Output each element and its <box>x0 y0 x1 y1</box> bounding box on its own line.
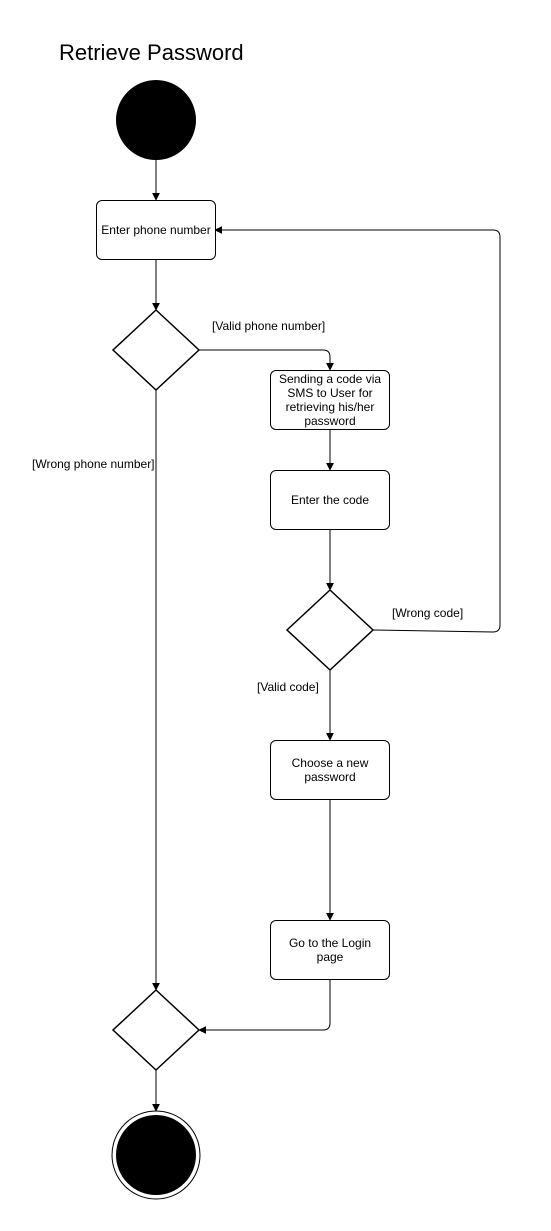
action-send-code: Sending a code via SMS to User for retri… <box>270 370 390 430</box>
final-node <box>116 1115 196 1195</box>
decision-phone-valid <box>111 308 201 392</box>
guard-wrong-phone: [Wrong phone number] <box>32 457 155 471</box>
action-go-login: Go to the Login page <box>270 920 390 980</box>
action-enter-code: Enter the code <box>270 470 390 530</box>
action-choose-password: Choose a new password <box>270 740 390 800</box>
diagram-title: Retrieve Password <box>59 40 244 65</box>
initial-node <box>116 80 196 160</box>
action-enter-phone: Enter phone number <box>96 200 216 260</box>
edge-valid-phone <box>199 349 334 371</box>
edge-login-to-merge <box>198 980 331 1034</box>
guard-wrong-code: [Wrong code] <box>392 606 464 620</box>
merge-node <box>111 988 201 1072</box>
edge-wrong-code <box>214 226 501 633</box>
guard-valid-phone: [Valid phone number] <box>212 319 326 333</box>
decision-code-valid <box>285 588 375 672</box>
guard-valid-code: [Valid code] <box>257 680 319 694</box>
